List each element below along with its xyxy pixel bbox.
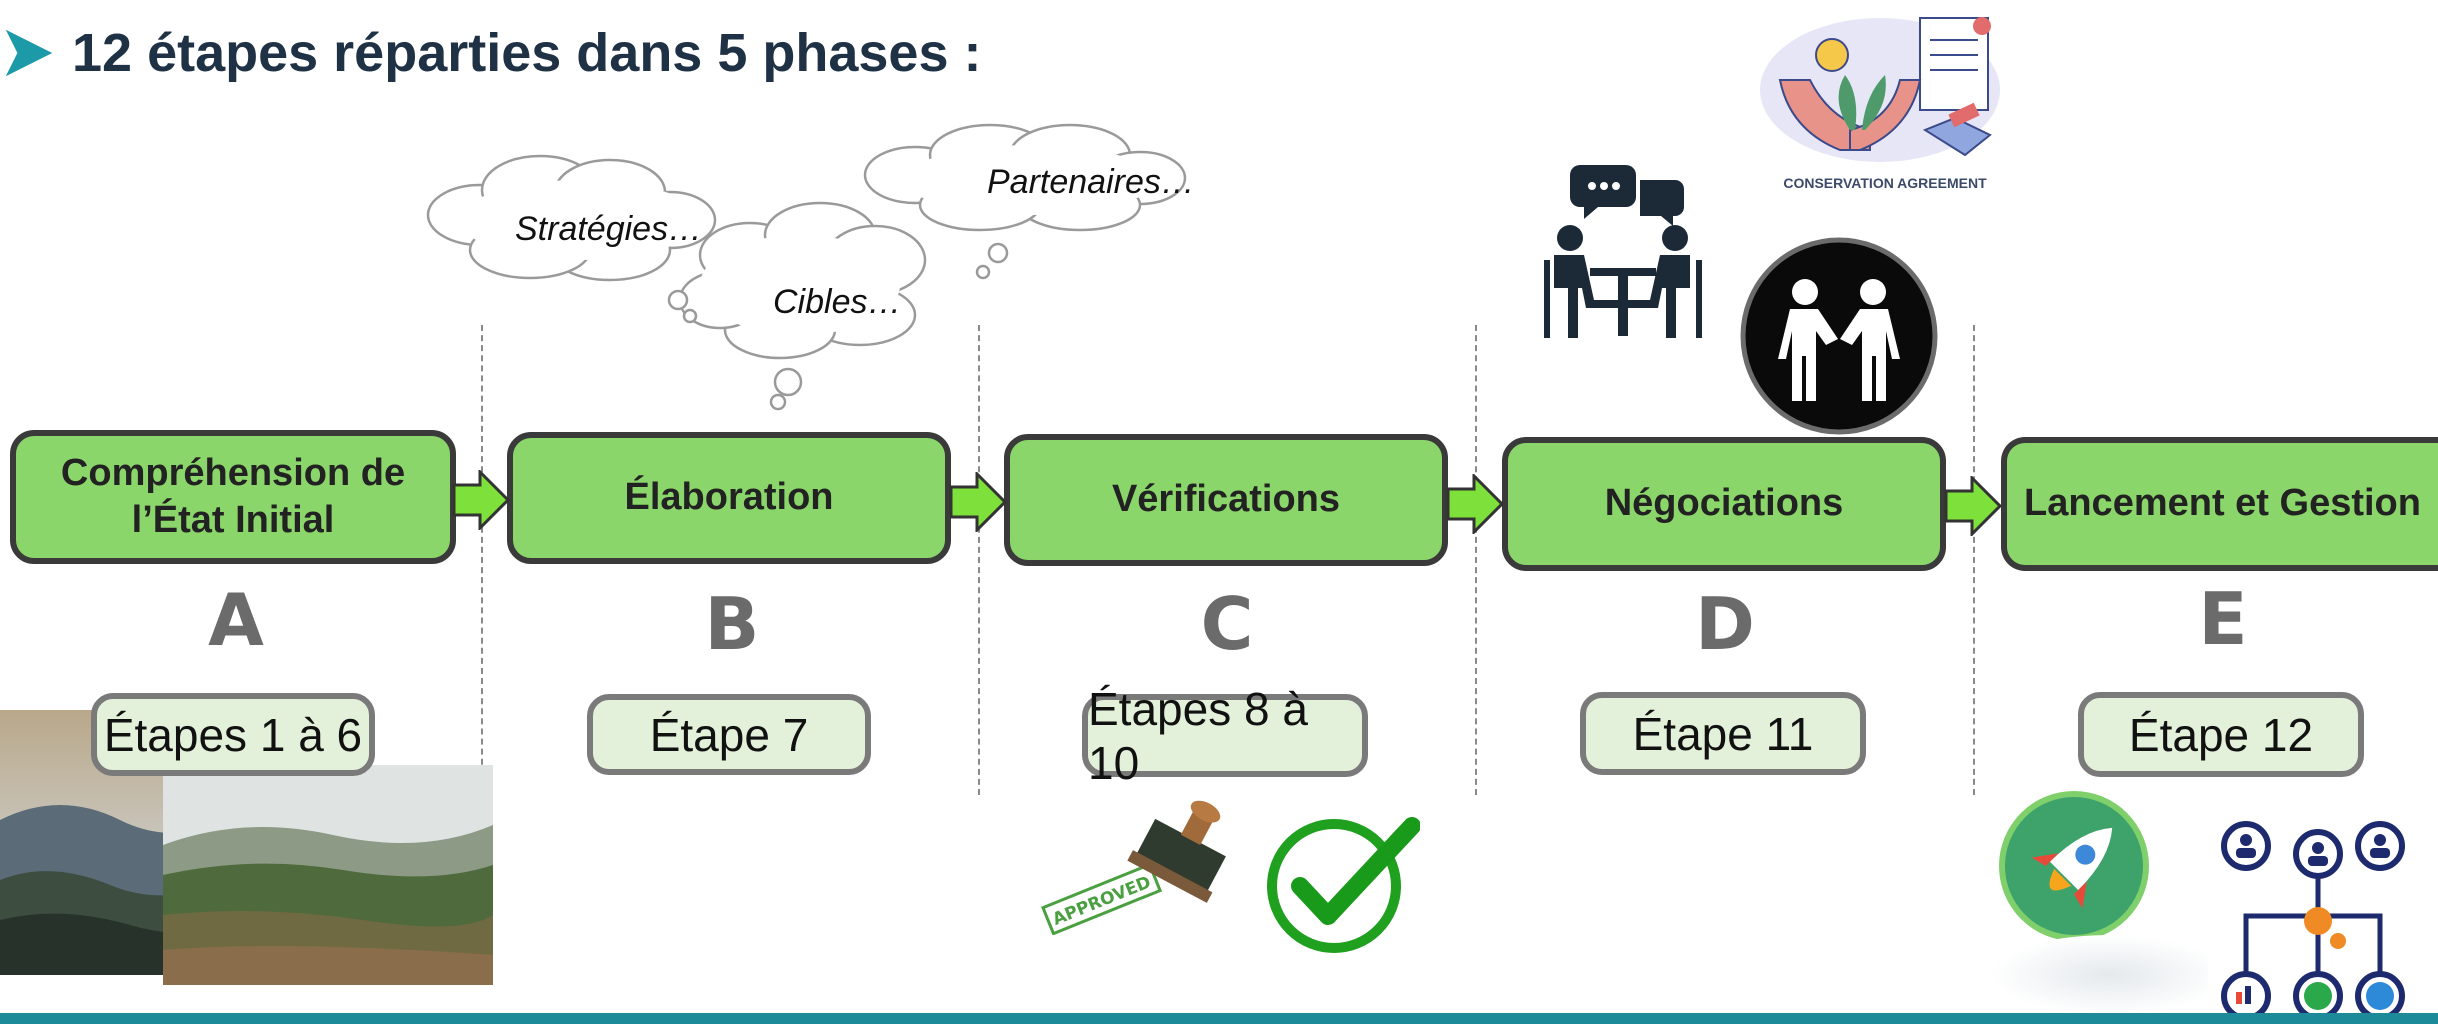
phase-divider: [978, 325, 980, 795]
checkmark-icon: [1267, 817, 1420, 953]
phase-letter-a: A: [208, 578, 264, 662]
approved-stamp-icon: APPROVED: [1041, 800, 1226, 935]
conservation-agreement-icon: CONSERVATION AGREEMENT: [1760, 17, 2000, 191]
thought-strategies: Stratégies…: [515, 210, 703, 248]
steps-label-c: Étapes 8 à 10: [1088, 682, 1308, 789]
steps-pill-e: Étape 12: [2078, 692, 2364, 777]
phase-b-box: Élaboration: [507, 432, 951, 564]
phase-c-name: Vérifications: [1111, 478, 1341, 521]
steps-pill-b: Étape 7: [587, 694, 871, 775]
conservation-caption: CONSERVATION AGREEMENT: [1783, 175, 1987, 191]
phase-divider: [481, 325, 483, 795]
meeting-icon: [1544, 165, 1702, 338]
footer-accent-bar: [0, 1013, 2438, 1024]
title-text: 12 étapes réparties dans 5 phases :: [72, 23, 982, 83]
arrow-right-icon: [1446, 474, 1505, 534]
handshake-icon: [1740, 237, 1938, 435]
arrow-right-icon: [949, 472, 1008, 532]
phase-a-name-line1: Compréhension de: [60, 451, 406, 494]
phase-a-name-line2: l’État Initial: [131, 499, 335, 541]
thought-cloud-icon: [426, 154, 717, 282]
phase-letter-e: E: [2198, 577, 2248, 661]
phase-c-box: Vérifications: [1004, 434, 1448, 566]
steps-pill-a: Étapes 1 à 6: [91, 693, 375, 776]
phase-a-box: Compréhension de l’État Initial: [10, 430, 456, 564]
steps-label-a: Étapes 1 à 6: [103, 708, 363, 761]
thought-partners: Partenaires…: [987, 163, 1195, 201]
arrow-right-icon: [1944, 476, 2003, 536]
phase-d-name: Négociations: [1604, 482, 1844, 525]
phase-divider: [1475, 325, 1477, 795]
phase-e-name: Lancement et Gestion: [2024, 482, 2421, 525]
landscape-photo: [163, 765, 493, 985]
arrow-right-icon: [452, 470, 511, 530]
steps-label-d: Étape 11: [1632, 707, 1814, 760]
steps-pill-d: Étape 11: [1580, 692, 1866, 775]
rocket-icon: [1999, 791, 2149, 941]
phase-letter-c: C: [1200, 582, 1254, 666]
slide-title: 12 étapes réparties dans 5 phases :: [0, 18, 981, 88]
phase-divider: [1973, 325, 1975, 795]
steps-label-b: Étape 7: [649, 708, 809, 761]
thought-cloud-icon: [678, 201, 927, 411]
phase-e-box: Lancement et Gestion: [2001, 437, 2438, 571]
arrow-bullet-icon: [5, 29, 53, 77]
steps-label-e: Étape 12: [2128, 708, 2314, 761]
phase-letter-b: B: [704, 582, 760, 666]
phase-b-name: Élaboration: [624, 476, 834, 519]
phase-d-box: Négociations: [1502, 437, 1946, 571]
thought-targets: Cibles…: [773, 283, 902, 321]
thought-clouds: [426, 123, 1187, 411]
steps-pill-c: Étapes 8 à 10: [1082, 683, 1368, 789]
management-network-icon: [2208, 816, 2408, 1024]
shadow-decoration: [1990, 935, 2230, 1015]
phase-letter-d: D: [1695, 582, 1755, 666]
thought-cloud-icon: [863, 123, 1187, 280]
